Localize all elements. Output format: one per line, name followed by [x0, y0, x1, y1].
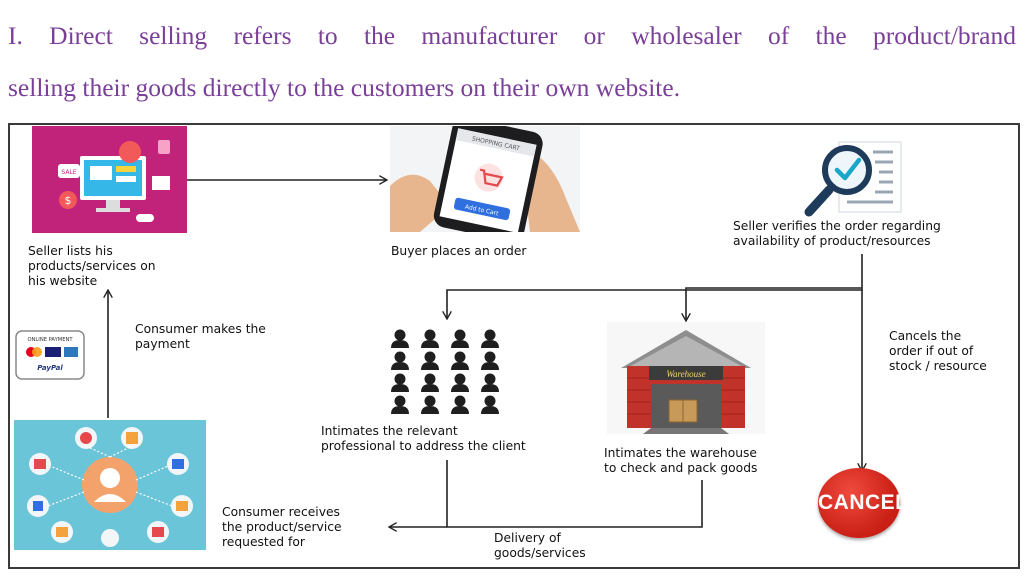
label-seller-lists: Seller lists his products/services on hi…: [28, 244, 156, 288]
label-cancels: Cancels the order if out of stock / reso…: [889, 329, 987, 373]
professionals-grid-image: [391, 329, 499, 414]
verification-image: [804, 141, 902, 217]
label-consumer-pays: Consumer makes the payment: [135, 322, 266, 351]
svg-text:$: $: [65, 194, 72, 207]
heading-line-2: selling their goods directly to the cust…: [8, 73, 681, 102]
label-delivery: Delivery of goods/services: [494, 531, 586, 560]
arrow-verify-to-warehouse: [686, 287, 862, 320]
label-intimates-warehouse: Intimates the warehouse to check and pac…: [604, 446, 758, 475]
payment-card-brand: PayPal: [37, 364, 63, 372]
arrow-verify-to-professional: [447, 254, 863, 318]
consumer-network-image: [14, 420, 206, 550]
cancel-badge-label: CANCEL: [818, 491, 909, 514]
online-payment-icon: ONLINE PAYMENT PayPal: [15, 330, 85, 380]
cancel-badge: CANCEL: [818, 468, 909, 538]
label-intimates-professional: Intimates the relevant professional to a…: [321, 424, 526, 453]
arrow-delivery-to-consumer: [446, 460, 703, 528]
heading-line-1: I. Direct selling refers to the manufact…: [8, 21, 1016, 50]
payment-card-title: ONLINE PAYMENT: [27, 337, 73, 343]
label-consumer-receives: Consumer receives the product/service re…: [222, 505, 342, 549]
sale-tag: SALE: [61, 169, 76, 176]
warehouse-sign: Warehouse: [666, 369, 705, 379]
label-buyer-places: Buyer places an order: [391, 244, 527, 258]
warehouse-image: Warehouse: [607, 322, 765, 434]
label-seller-verifies: Seller verifies the order regarding avai…: [733, 219, 941, 248]
seller-website-image: $ SALE: [32, 126, 187, 233]
buyer-phone-image: SHOPPING CART Add to Cart: [390, 126, 580, 232]
